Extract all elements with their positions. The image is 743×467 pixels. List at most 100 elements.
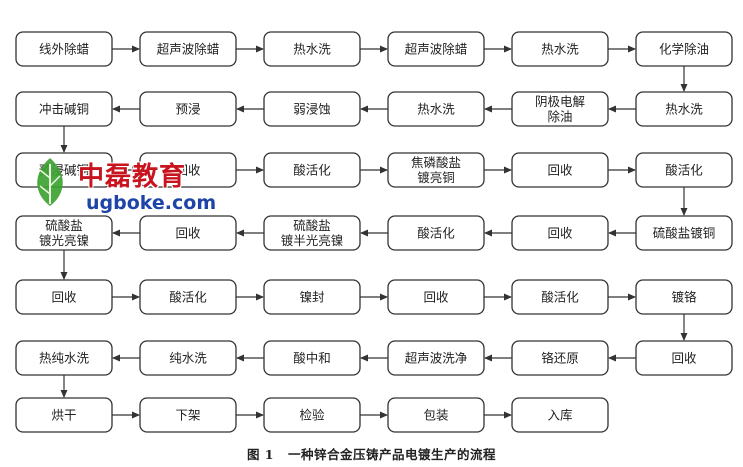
flow-step-box xyxy=(635,31,733,67)
flow-step-box xyxy=(15,340,113,376)
flow-step-label: 热水洗 xyxy=(293,42,331,57)
flow-step: 热水洗 xyxy=(635,91,733,127)
flow-step-label: 镀铬 xyxy=(671,290,697,305)
flow-step-label: 酸活化 xyxy=(169,290,207,305)
flow-step: 酸活化 xyxy=(511,279,609,315)
flow-step-label: 硫酸盐镀铜 xyxy=(653,226,716,241)
flow-step: 热水洗 xyxy=(387,91,485,127)
flow-step-box xyxy=(635,152,733,188)
flow-step-box xyxy=(511,91,609,127)
flow-step: 线外除蜡 xyxy=(15,31,113,67)
flow-step: 酸活化 xyxy=(263,152,361,188)
flow-step-label: 化学除油 xyxy=(659,42,709,57)
flow-step-label: 热纯水洗 xyxy=(39,351,90,366)
flow-step-label: 酸活化 xyxy=(293,163,331,178)
flow-step: 超声波除蜡 xyxy=(387,31,485,67)
flow-step: 热纯水洗 xyxy=(15,340,113,376)
figure-title: 一种锌合金压铸产品电镀生产的流程 xyxy=(288,447,497,462)
flow-step-label: 回收 xyxy=(175,226,201,241)
flow-step-label: 镀半光亮镍 xyxy=(281,233,344,248)
flow-step-label: 镀亮铜 xyxy=(417,170,455,185)
flow-step: 包装 xyxy=(387,397,485,433)
flow-step-label: 回收 xyxy=(671,351,697,366)
flow-step-box xyxy=(387,340,485,376)
flow-step: 下架 xyxy=(139,397,237,433)
flow-step-label: 下架 xyxy=(175,408,200,423)
flow-step-box xyxy=(511,31,609,67)
flow-step: 酸活化 xyxy=(387,215,485,251)
flow-step-label: 酸活化 xyxy=(417,226,455,241)
flow-step: 热水洗 xyxy=(511,31,609,67)
flow-step-label: 预浸碱铜 xyxy=(39,163,89,178)
flow-step-label: 烘干 xyxy=(51,408,76,423)
flow-step-label: 纯水洗 xyxy=(169,351,207,366)
flow-step-label: 酸活化 xyxy=(541,290,579,305)
flow-step-box xyxy=(139,215,237,251)
flow-step-label: 冲击碱铜 xyxy=(39,102,89,117)
flow-step-box xyxy=(15,91,113,127)
flow-step: 超声波洗净 xyxy=(387,340,485,376)
flow-step-label: 回收 xyxy=(547,163,573,178)
flow-step-label: 热水洗 xyxy=(541,42,579,57)
flow-step-label: 回收 xyxy=(51,290,77,305)
flow-step: 回收 xyxy=(139,152,237,188)
flow-step-box xyxy=(635,279,733,315)
flow-step-box xyxy=(635,340,733,376)
flow-step-box xyxy=(263,340,361,376)
flow-step-label: 超声波除蜡 xyxy=(157,42,220,57)
process-flowchart: 线外除蜡超声波除蜡热水洗超声波除蜡热水洗化学除油热水洗阴极电解除油热水洗弱浸蚀预… xyxy=(15,31,733,433)
flow-step-box xyxy=(139,279,237,315)
flow-step: 硫酸盐镀铜 xyxy=(635,215,733,251)
flow-step-box xyxy=(15,31,113,67)
flow-step-box xyxy=(387,152,485,188)
flow-step-box xyxy=(635,215,733,251)
flow-step: 酸活化 xyxy=(635,152,733,188)
flow-step-box xyxy=(511,279,609,315)
flow-step: 回收 xyxy=(511,152,609,188)
flow-step-box xyxy=(511,340,609,376)
flow-step: 预浸 xyxy=(139,91,237,127)
flow-step-label: 回收 xyxy=(547,226,573,241)
flow-step-box xyxy=(511,215,609,251)
flow-step: 检验 xyxy=(263,397,361,433)
flow-step-box xyxy=(15,215,113,251)
flow-step-label: 弱浸蚀 xyxy=(293,102,331,117)
flow-step: 超声波除蜡 xyxy=(139,31,237,67)
flow-step: 回收 xyxy=(15,279,113,315)
flow-step-label: 热水洗 xyxy=(417,102,455,117)
flow-step: 酸活化 xyxy=(139,279,237,315)
flow-step-box xyxy=(263,31,361,67)
flow-step: 镍封 xyxy=(263,279,361,315)
flow-step-box xyxy=(139,340,237,376)
flow-step-box xyxy=(387,279,485,315)
flow-step-box xyxy=(139,397,237,433)
flow-step-box xyxy=(139,91,237,127)
flow-step-box xyxy=(387,215,485,251)
flow-step: 回收 xyxy=(635,340,733,376)
flow-step-label: 铬还原 xyxy=(541,351,579,366)
flow-step-box xyxy=(15,397,113,433)
flow-step-label: 阴极电解 xyxy=(535,94,585,109)
flow-step-label: 焦磷酸盐 xyxy=(411,155,461,170)
flow-step-label: 热水洗 xyxy=(665,102,703,117)
flow-step-label: 入库 xyxy=(547,408,572,423)
flow-arrows xyxy=(60,45,688,419)
flow-step-label: 线外除蜡 xyxy=(39,42,89,57)
flow-step-box xyxy=(511,397,609,433)
flow-step: 弱浸蚀 xyxy=(263,91,361,127)
flow-steps: 线外除蜡超声波除蜡热水洗超声波除蜡热水洗化学除油热水洗阴极电解除油热水洗弱浸蚀预… xyxy=(15,31,733,433)
flow-step-box xyxy=(139,31,237,67)
flow-step-label: 酸活化 xyxy=(665,163,703,178)
flow-step-box xyxy=(387,397,485,433)
flow-step: 酸中和 xyxy=(263,340,361,376)
flow-step: 入库 xyxy=(511,397,609,433)
flow-step-label: 检验 xyxy=(299,408,325,423)
flow-step-box xyxy=(139,152,237,188)
flow-step-label: 预浸 xyxy=(175,102,200,117)
flow-step-box xyxy=(387,91,485,127)
flow-step: 纯水洗 xyxy=(139,340,237,376)
